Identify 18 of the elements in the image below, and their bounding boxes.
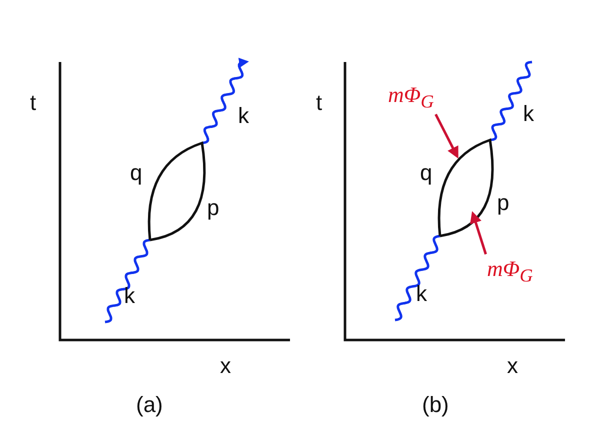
formula-label: mΦ$_{G}$ xyxy=(388,84,434,111)
leader-arrow xyxy=(434,114,458,159)
axis-label: t xyxy=(316,92,322,114)
momentum-label: q xyxy=(420,162,432,184)
momentum-label: k xyxy=(523,103,534,125)
axis-label: x xyxy=(507,355,518,377)
momentum-label: q xyxy=(130,162,142,184)
panel-label: (a) xyxy=(136,394,163,416)
formula-label: mΦ$_{G}$ xyxy=(487,258,533,285)
momentum-label: k xyxy=(238,105,249,127)
momentum-label: k xyxy=(416,283,427,305)
momentum-label: p xyxy=(497,192,510,214)
momentum-label: k xyxy=(124,285,135,307)
axis-label: x xyxy=(220,355,231,377)
momentum-label: p xyxy=(207,197,220,219)
axis-label: t xyxy=(30,92,36,114)
panel-label: (b) xyxy=(422,394,449,416)
leader-arrow xyxy=(470,211,487,255)
